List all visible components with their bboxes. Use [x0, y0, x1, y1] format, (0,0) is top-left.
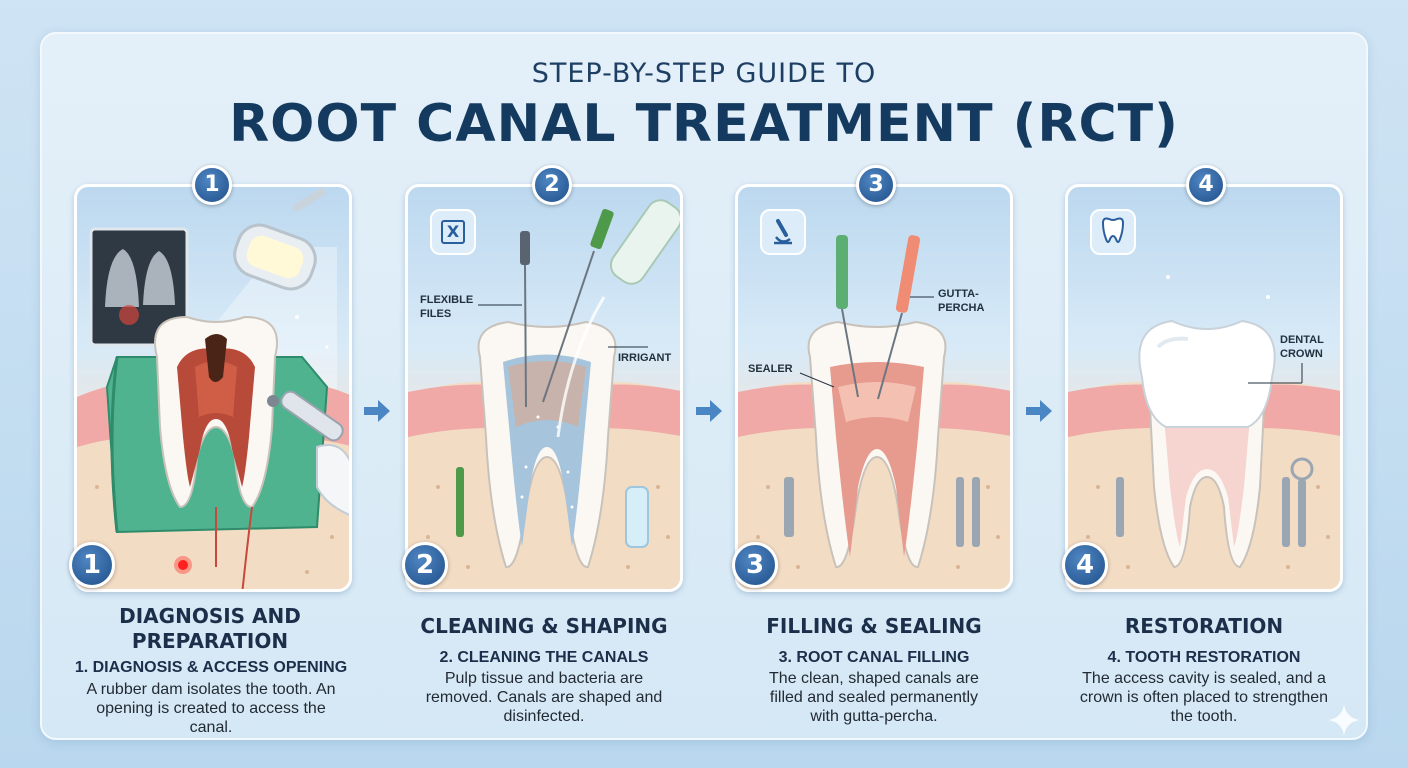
x-box-icon: X: [430, 209, 476, 255]
dental-handpiece-icon: [267, 390, 349, 516]
step-1-illustration: [77, 188, 349, 589]
stage-2-title: CLEANING & SHAPING: [420, 614, 668, 638]
label-sealer: SEALER: [748, 363, 793, 375]
step-3-top-badge: 3: [856, 165, 896, 205]
step-1-heading: 1. DIAGNOSIS & ACCESS OPENING: [74, 659, 348, 676]
step-4-bottom-badge: 4: [1062, 542, 1108, 588]
label-flexible-files: FLEXIBLE FILES: [420, 294, 474, 320]
tooth-icon: [1090, 209, 1136, 255]
dental-lamp-icon: [233, 188, 326, 291]
step-4-heading: 4. TOOTH RESTORATION: [1107, 649, 1301, 666]
arrow-icon: [1026, 400, 1052, 422]
step-4-card: DENTAL CROWN: [1065, 184, 1343, 592]
step-1-top-badge: 1: [192, 165, 232, 205]
endodontic-file-icon: [520, 208, 614, 408]
step-2-card: X FLEXIBLE FILES IRRIGANT: [405, 184, 683, 592]
page-title: ROOT CANAL TREATMENT (RCT): [229, 94, 1179, 154]
step-2-top-badge: 2: [532, 165, 572, 205]
step-1-description: A rubber dam isolates the tooth. An open…: [86, 681, 336, 736]
stage-1-title: DIAGNOSIS AND PREPARATION: [119, 604, 301, 653]
step-3-heading: 3. ROOT CANAL FILLING: [778, 649, 970, 666]
step-2-bottom-badge: 2: [402, 542, 448, 588]
stage-3-title: FILLING & SEALING: [766, 614, 982, 638]
step-3-description: The clean, shaped canals are filled and …: [769, 670, 979, 725]
step-3-bottom-badge: 3: [732, 542, 778, 588]
dental-crown-icon: [1138, 319, 1276, 428]
arrow-icon: [696, 400, 722, 422]
irrigant-syringe-icon: [556, 199, 680, 438]
step-4-illustration: [1068, 275, 1340, 589]
step-4-top-badge: 4: [1186, 165, 1226, 205]
label-gutta-percha: GUTTA-PERCHA: [938, 288, 985, 314]
step-4-description: The access cavity is sealed, and a crown…: [1079, 670, 1329, 725]
step-3-illustration: [738, 235, 1010, 589]
label-dental-crown: DENTAL CROWN: [1280, 334, 1324, 360]
step-2-heading: 2. CLEANING THE CANALS: [439, 649, 649, 666]
label-irrigant: IRRIGANT: [618, 352, 672, 364]
step-2-illustration: [408, 199, 680, 589]
xray-image-icon: [89, 227, 189, 347]
sparkle-icon: [1328, 704, 1360, 736]
step-2-description: Pulp tissue and bacteria are removed. Ca…: [425, 670, 663, 725]
microscope-icon: [760, 209, 806, 255]
step-1-card: [74, 184, 352, 592]
stage-4-title: RESTORATION: [1124, 614, 1284, 638]
step-3-card: GUTTA-PERCHA SEALER: [735, 184, 1013, 592]
arrow-icon: [364, 400, 390, 422]
gutta-percha-plugger-icon: [836, 235, 921, 400]
step-1-bottom-badge: 1: [69, 542, 115, 588]
subtitle: STEP-BY-STEP GUIDE TO: [531, 58, 877, 89]
